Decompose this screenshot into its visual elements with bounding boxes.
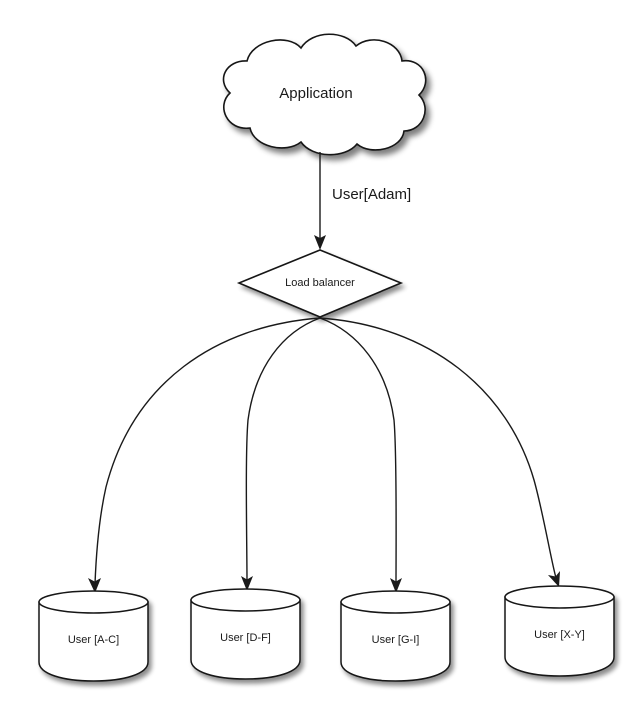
edge-application-to-balancer [314, 152, 326, 250]
edge-balancer-to-db-1 [88, 317, 321, 593]
edge-line-db-3 [319, 317, 397, 585]
cylinder-top-2 [190, 588, 301, 612]
edge-line-db-2 [245, 317, 321, 583]
node-database-3[interactable] [340, 590, 451, 682]
arrow-head-db-3 [390, 578, 402, 593]
edge-label-user-adam: User[Adam] [332, 186, 411, 203]
node-database-2[interactable] [190, 588, 301, 680]
arrow-head-db-4 [548, 571, 560, 587]
cloud-label: Application [279, 85, 352, 102]
cylinder-body-4 [504, 596, 615, 677]
edge-line-db-1 [94, 317, 321, 585]
arrow-head-db-1 [88, 578, 101, 593]
cylinder-body-3 [340, 601, 451, 682]
cylinder-body-2 [190, 599, 301, 680]
cylinder-top-4 [504, 585, 615, 609]
cylinder-top-1 [38, 590, 149, 614]
cylinder-body-1 [38, 601, 149, 682]
node-application-cloud[interactable] [222, 33, 427, 156]
node-database-4[interactable] [504, 585, 615, 677]
cylinder-label-1: User [A-C] [68, 634, 119, 646]
cylinder-label-2: User [D-F] [220, 632, 271, 644]
node-load-balancer[interactable] [236, 249, 404, 318]
diamond-label: Load balancer [285, 277, 355, 289]
edge-balancer-to-db-4 [319, 317, 560, 587]
node-database-1[interactable] [38, 590, 149, 682]
arrow-head-db-2 [241, 576, 253, 591]
cloud-shape [222, 33, 427, 156]
cylinder-top-3 [340, 590, 451, 614]
edge-balancer-to-db-3 [319, 317, 402, 593]
edge-balancer-to-db-2 [241, 317, 321, 591]
cylinder-label-4: User [X-Y] [534, 629, 585, 641]
cylinder-label-3: User [G-I] [372, 634, 420, 646]
arrow-head-balancer [314, 235, 326, 250]
edge-line-db-4 [319, 317, 557, 579]
diamond-shape [236, 249, 404, 318]
